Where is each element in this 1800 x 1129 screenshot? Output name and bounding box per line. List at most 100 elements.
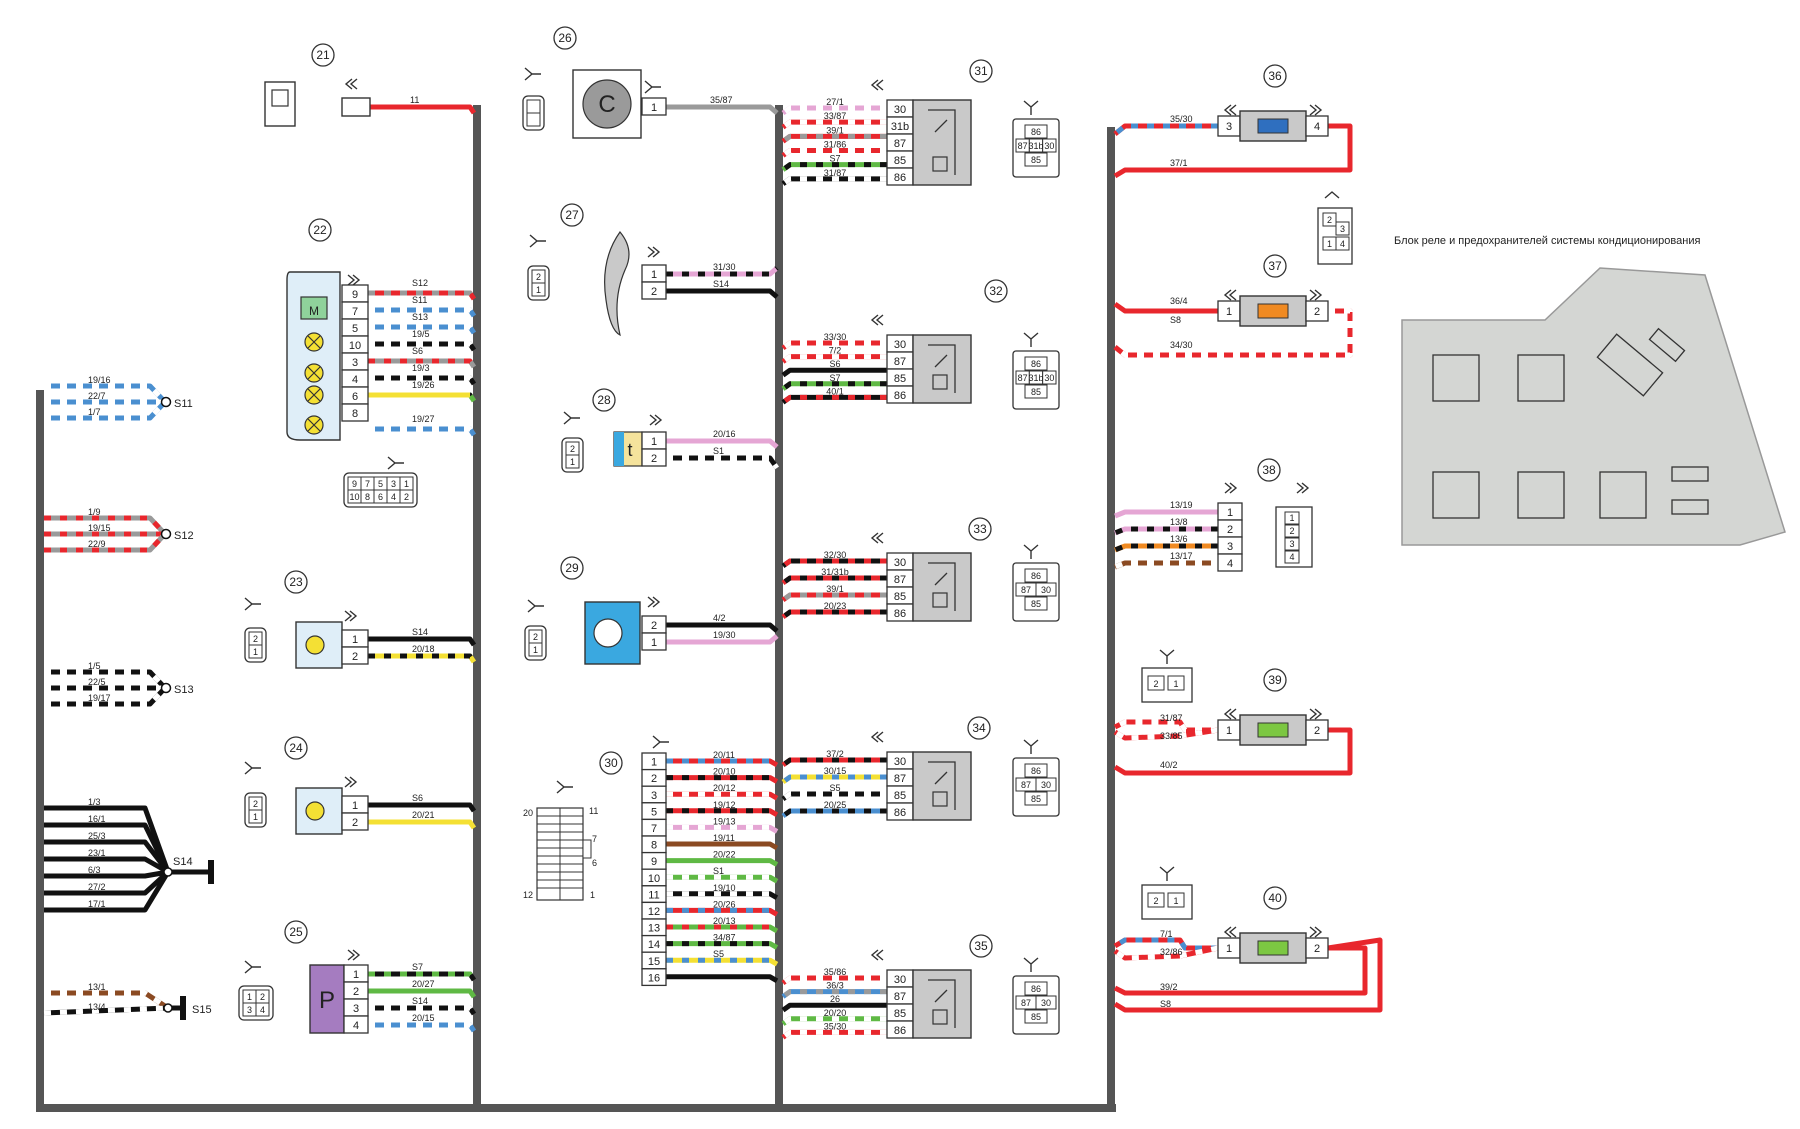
pin-label: 1 [1226, 306, 1232, 318]
relay-box-panel: Блок реле и предохранителей системы конд… [1394, 235, 1786, 546]
wire-30-stripe [666, 758, 779, 768]
pin-label: 85 [894, 373, 906, 385]
connector-pin [1024, 1009, 1048, 1024]
splice-wire [44, 869, 169, 879]
connector-pin-label: 4 [260, 1005, 265, 1015]
component-26-symbol: C [598, 91, 615, 118]
component-number-circle [969, 59, 993, 83]
wire-label: 1/9 [88, 507, 101, 517]
component-number-circle [1257, 458, 1281, 482]
relay-switch-icon [928, 761, 956, 810]
wire-31-stripe [781, 119, 887, 130]
pin-label: 87 [894, 574, 906, 586]
relay-coil-icon [932, 1009, 948, 1025]
wire-label: 39/1 [826, 584, 844, 594]
wire-label: 20/27 [412, 979, 435, 989]
wire-label: 19/12 [713, 800, 736, 810]
wire-label: 19/30 [713, 630, 736, 640]
connector-pin-label: 85 [1031, 1012, 1041, 1022]
pin-label: 9 [651, 856, 657, 868]
fuse-37-element [1257, 303, 1289, 319]
connector-pin-label: 85 [1031, 155, 1041, 165]
wire-label: S1 [713, 446, 724, 456]
splice-wire [44, 870, 170, 896]
wire-label: S7 [829, 154, 840, 164]
pin-label: 86 [894, 1025, 906, 1037]
connector-pin [1024, 384, 1048, 399]
relay-slot [1599, 471, 1647, 519]
component-number-circle [311, 43, 335, 67]
wire-30-stripe [666, 808, 779, 817]
connector-y-icon [524, 67, 541, 81]
wire-label: 35/87 [710, 95, 733, 105]
wire-label: 20/18 [412, 644, 435, 654]
connector-arrow-icon [870, 949, 884, 961]
connector-pin-label: 87 [1018, 141, 1028, 151]
connector-pin [1024, 791, 1048, 806]
pin-label: 87 [894, 773, 906, 785]
wire-label: 35/30 [824, 1021, 847, 1031]
component-number-circle [284, 736, 308, 760]
wire-label: 20/15 [412, 1013, 435, 1023]
connector-arrow-icon [1309, 104, 1323, 116]
wire-label: 13/8 [1170, 517, 1188, 527]
component-number: 40 [1268, 891, 1282, 905]
connector-pin-label: 2 [533, 632, 538, 642]
relay-coil-icon [932, 374, 948, 390]
component-28-symbol: t [627, 440, 632, 460]
wire-label: 13/6 [1170, 534, 1188, 544]
component-number-circle [1263, 254, 1287, 278]
wire-25-stripe [368, 971, 477, 982]
connector-pin [1042, 138, 1057, 153]
component-number-circle [284, 570, 308, 594]
pin-label: 1 [651, 102, 657, 114]
connector-pin-label: 85 [1031, 387, 1041, 397]
connector-arrow-icon [870, 79, 884, 91]
pin-cell [641, 281, 667, 300]
connector-pin-label: 1 [404, 479, 409, 489]
pin-label: 15 [648, 956, 660, 968]
wire-label: 19/11 [713, 833, 735, 843]
wire-34-stripe [781, 774, 887, 785]
wire-label: 33/87 [824, 111, 847, 121]
connector-pin-label: 2 [570, 444, 575, 454]
connector-y-icon [1159, 649, 1175, 664]
wire-label: 1/5 [88, 661, 101, 671]
wire-label: 39/2 [1160, 982, 1178, 992]
pin-label: 3 [1227, 541, 1233, 553]
wire-32-stripe [781, 394, 887, 405]
wire-label: 31/87 [824, 168, 847, 178]
connector-pin-label: 1 [1289, 513, 1294, 523]
motor-icon [300, 296, 328, 320]
relay-coil-icon [932, 791, 948, 807]
connector-pin-label: 3 [1340, 224, 1345, 234]
connector-pin-label: 1 [533, 645, 538, 655]
wire-label: S6 [412, 346, 423, 356]
wire-35-stripe [781, 1016, 887, 1026]
component-number: 34 [972, 721, 986, 735]
wire-30-stripe [666, 924, 779, 934]
wire-30-stripe [666, 824, 779, 834]
terminal-21 [341, 97, 371, 117]
connector-30-latch [582, 839, 592, 859]
wire-label: S14 [713, 279, 729, 289]
pin-label: 86 [894, 390, 906, 402]
connector-pin-label: 30 [1041, 585, 1051, 595]
wire-label: 20/22 [713, 850, 736, 860]
wire-34-stripe [781, 791, 887, 802]
connector-pin [1035, 582, 1057, 597]
connector-pin-label: 30 [1044, 373, 1054, 383]
connector-arrow-icon [344, 610, 358, 622]
connector-pin [1147, 675, 1165, 691]
wire-27-stripe [666, 266, 779, 277]
wire-30-stripe [666, 775, 779, 784]
connector-pin-label: 1 [590, 890, 595, 900]
relay-box-slots [1432, 327, 1709, 519]
wire-label: 19/26 [412, 380, 435, 390]
wire-40-stripe [1113, 945, 1219, 961]
component-number: 29 [565, 561, 579, 575]
wire-label: S6 [412, 793, 423, 803]
connector-arrow-icon [1224, 482, 1238, 494]
wire-38 [1114, 509, 1218, 519]
fuse-slot [1596, 333, 1664, 397]
